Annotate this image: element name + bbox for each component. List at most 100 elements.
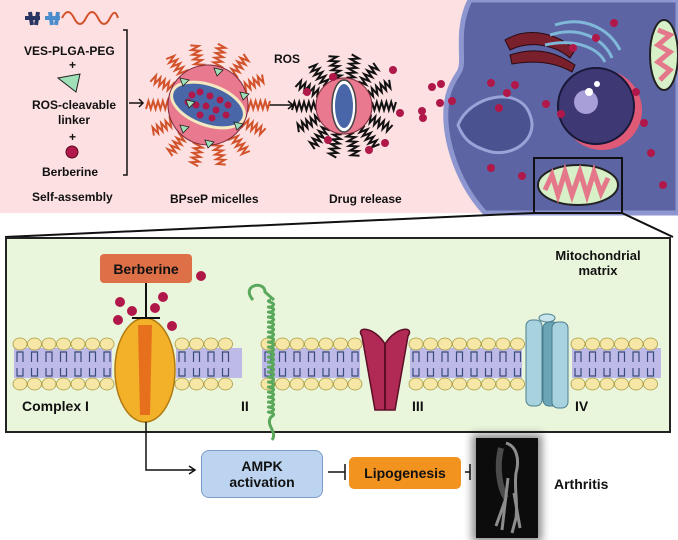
lipid-head — [189, 337, 204, 351]
peg-chain — [165, 53, 189, 79]
peg-chain — [187, 141, 206, 168]
berberine-dot — [324, 136, 332, 144]
berberine-box: Berberine — [100, 254, 192, 283]
peg-chain — [239, 73, 265, 95]
inner-membrane-bilayer — [12, 337, 661, 391]
berberine-dot — [428, 83, 436, 91]
bracket-icon — [123, 29, 128, 176]
nucleus-icon — [557, 67, 642, 150]
berberine-dot — [542, 100, 550, 108]
lipid-head — [56, 337, 71, 351]
lipid-head — [481, 377, 496, 391]
lipid-tail — [45, 351, 53, 377]
component-label-linker: ROS-cleavable linker — [31, 98, 117, 127]
complex-iv-label: IV — [575, 398, 589, 414]
lipogenesis-box: Lipogenesis — [349, 457, 461, 489]
berberine-dot — [329, 73, 337, 81]
berberine-dot — [208, 114, 216, 122]
berberine-dot — [196, 111, 204, 119]
berberine-dot — [437, 80, 445, 88]
berberine-dot — [167, 321, 177, 331]
berberine-dot — [115, 297, 125, 307]
lipid-head — [70, 337, 86, 351]
lipid-tail — [207, 351, 215, 377]
lipid-tail — [588, 351, 597, 377]
matrix-label-line2: matrix — [578, 263, 618, 278]
berberine-sphere-icon — [65, 145, 79, 159]
peg-chain — [210, 42, 229, 69]
lipid-tail — [74, 351, 82, 377]
berberine-dot — [303, 88, 311, 96]
lipid-tail — [16, 351, 24, 377]
lipid-tail — [322, 351, 330, 377]
plus-sign: + — [69, 130, 77, 144]
lipid-tail — [617, 351, 626, 377]
berberine-dot — [158, 292, 168, 302]
lipid-tail — [351, 351, 359, 377]
released-chain — [368, 113, 394, 135]
linker-triangle — [185, 99, 196, 109]
lipid-head — [218, 377, 233, 391]
lipid-head — [466, 337, 482, 351]
complex-i-icon — [114, 317, 176, 423]
released-chain — [357, 62, 381, 87]
lipid-tail — [426, 351, 435, 377]
peg-chain — [149, 72, 175, 94]
released-chain — [291, 98, 317, 114]
lipid-tail — [632, 351, 640, 377]
released-chain — [294, 77, 320, 99]
berberine-dot — [216, 96, 224, 104]
lipid-head — [99, 337, 115, 351]
lipid-head — [174, 377, 190, 391]
released-berberine-icon — [419, 19, 667, 189]
lipid-head — [347, 337, 363, 351]
released-chain — [366, 78, 392, 100]
lipid-head — [99, 377, 115, 391]
lipid-tail — [646, 351, 655, 377]
complex-iv-icon — [525, 313, 569, 409]
lipid-head — [289, 377, 305, 391]
lipid-head — [203, 337, 219, 351]
lipid-head — [585, 377, 600, 391]
ampk-label-line1: AMPK — [241, 458, 283, 474]
lipid-head — [85, 337, 100, 351]
membrane-core — [410, 348, 522, 378]
lipid-tail — [59, 351, 68, 377]
membrane-core — [572, 348, 661, 378]
lipid-head — [466, 377, 482, 391]
lipid-head — [510, 337, 525, 351]
released-chain — [296, 112, 322, 134]
lipid-tail — [603, 351, 611, 377]
berberine-dot — [188, 91, 196, 99]
linker-triangle — [179, 77, 190, 87]
berberine-dot — [224, 101, 232, 109]
lipid-head — [189, 377, 204, 391]
berberine-dot — [113, 315, 123, 325]
ampk-label-line2: activation — [229, 474, 295, 490]
component-label-polymer: VES-PLGA-PEG — [24, 44, 115, 58]
berberine-dot — [659, 181, 667, 189]
lipid-tail — [470, 351, 478, 377]
released-chain — [371, 98, 397, 114]
berberine-dot — [647, 149, 655, 157]
linker-triangle — [233, 121, 244, 131]
lipid-head — [495, 337, 511, 351]
lipid-tail — [178, 351, 186, 377]
lipid-head — [628, 377, 644, 391]
polymer-chain-icon — [25, 11, 119, 26]
lipid-tail — [192, 351, 201, 377]
zoom-callout-line-right — [621, 212, 674, 238]
linker-triangle — [204, 139, 215, 149]
zoom-callout-line-left — [4, 212, 535, 238]
drug-release-label: Drug release — [329, 192, 402, 206]
berberine-dot — [418, 107, 426, 115]
lipid-head — [347, 377, 363, 391]
mitochondrial-matrix-label: Mitochondrial matrix — [538, 248, 658, 278]
lipid-head — [423, 337, 438, 351]
lipid-head — [599, 337, 615, 351]
mitochondrion-icon — [649, 19, 678, 91]
arrow-icon — [129, 98, 145, 108]
berberine-dot — [202, 102, 210, 110]
lipid-tail — [455, 351, 464, 377]
lipid-head — [275, 377, 290, 391]
